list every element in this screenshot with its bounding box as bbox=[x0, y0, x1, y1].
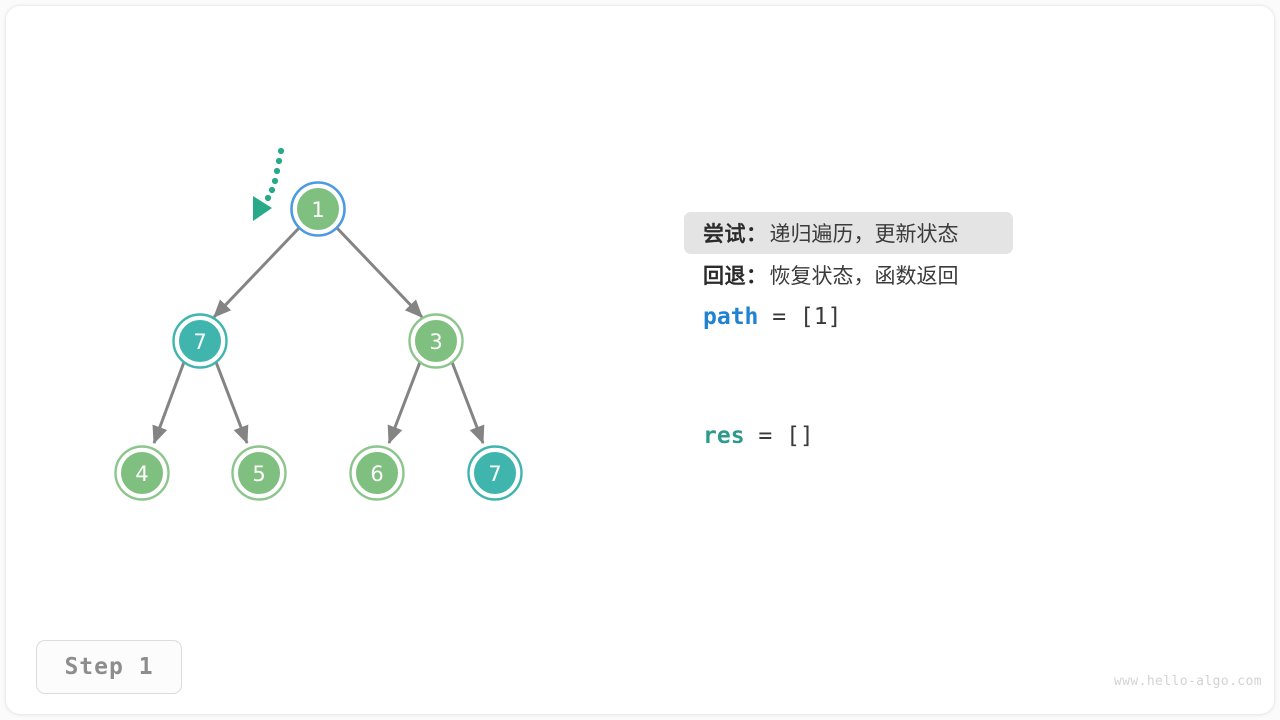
tree-node-7-right-label: 7 bbox=[488, 462, 501, 486]
edge-1-7 bbox=[212, 226, 301, 319]
tree-node-1[interactable]: 1 bbox=[290, 181, 346, 237]
tree-node-4-label: 4 bbox=[135, 462, 148, 486]
tree-node-3[interactable]: 3 bbox=[408, 313, 464, 369]
edge-7-4 bbox=[152, 361, 186, 445]
path-variable-value: = [1] bbox=[758, 304, 842, 330]
res-variable-name: res bbox=[703, 423, 745, 449]
tree-node-3-label: 3 bbox=[429, 330, 442, 354]
try-row-text: 递归遍历，更新状态 bbox=[769, 222, 959, 246]
try-row-highlight bbox=[684, 212, 1013, 254]
path-variable-name: path bbox=[703, 304, 759, 330]
binary-tree-diagram: 1 7 3 4 5 6 7 bbox=[114, 147, 523, 501]
state-panel: 尝试： 递归遍历，更新状态 回退： 恢复状态，函数返回 path = [1] r… bbox=[684, 212, 1204, 457]
tree-node-5[interactable]: 5 bbox=[231, 445, 287, 501]
tree-node-6-label: 6 bbox=[370, 462, 383, 486]
tree-node-7-right[interactable]: 7 bbox=[467, 445, 523, 501]
tree-node-5-label: 5 bbox=[252, 462, 265, 486]
step-badge: Step 1 bbox=[36, 640, 182, 694]
edge-1-3 bbox=[335, 226, 424, 319]
watermark: www.hello-algo.com bbox=[1113, 674, 1262, 689]
tree-node-7-left[interactable]: 7 bbox=[172, 313, 228, 369]
tree-node-6[interactable]: 6 bbox=[349, 445, 405, 501]
edge-3-6 bbox=[387, 361, 422, 445]
panel-spacer bbox=[684, 338, 1204, 415]
tree-edges bbox=[152, 226, 485, 445]
res-variable-value: = [] bbox=[744, 423, 814, 449]
backtrack-row-keyword: 回退： bbox=[703, 264, 768, 288]
tree-node-7-left-label: 7 bbox=[193, 330, 206, 354]
pointer-triangle-icon bbox=[253, 196, 272, 221]
tree-node-1-label: 1 bbox=[311, 198, 324, 222]
panel-row-res: res = [] bbox=[684, 415, 1204, 457]
panel-row-path: path = [1] bbox=[684, 296, 1204, 338]
backtrack-row-text: 恢复状态，函数返回 bbox=[769, 264, 959, 288]
edge-3-7r bbox=[450, 361, 485, 445]
edge-7-5 bbox=[214, 361, 249, 445]
panel-row-try: 尝试： 递归遍历，更新状态 bbox=[684, 212, 1204, 254]
tree-node-4[interactable]: 4 bbox=[114, 445, 170, 501]
try-row-keyword: 尝试： bbox=[703, 222, 768, 246]
pointer-trail-icon bbox=[264, 147, 285, 202]
panel-row-backtrack: 回退： 恢复状态，函数返回 bbox=[684, 254, 1204, 296]
